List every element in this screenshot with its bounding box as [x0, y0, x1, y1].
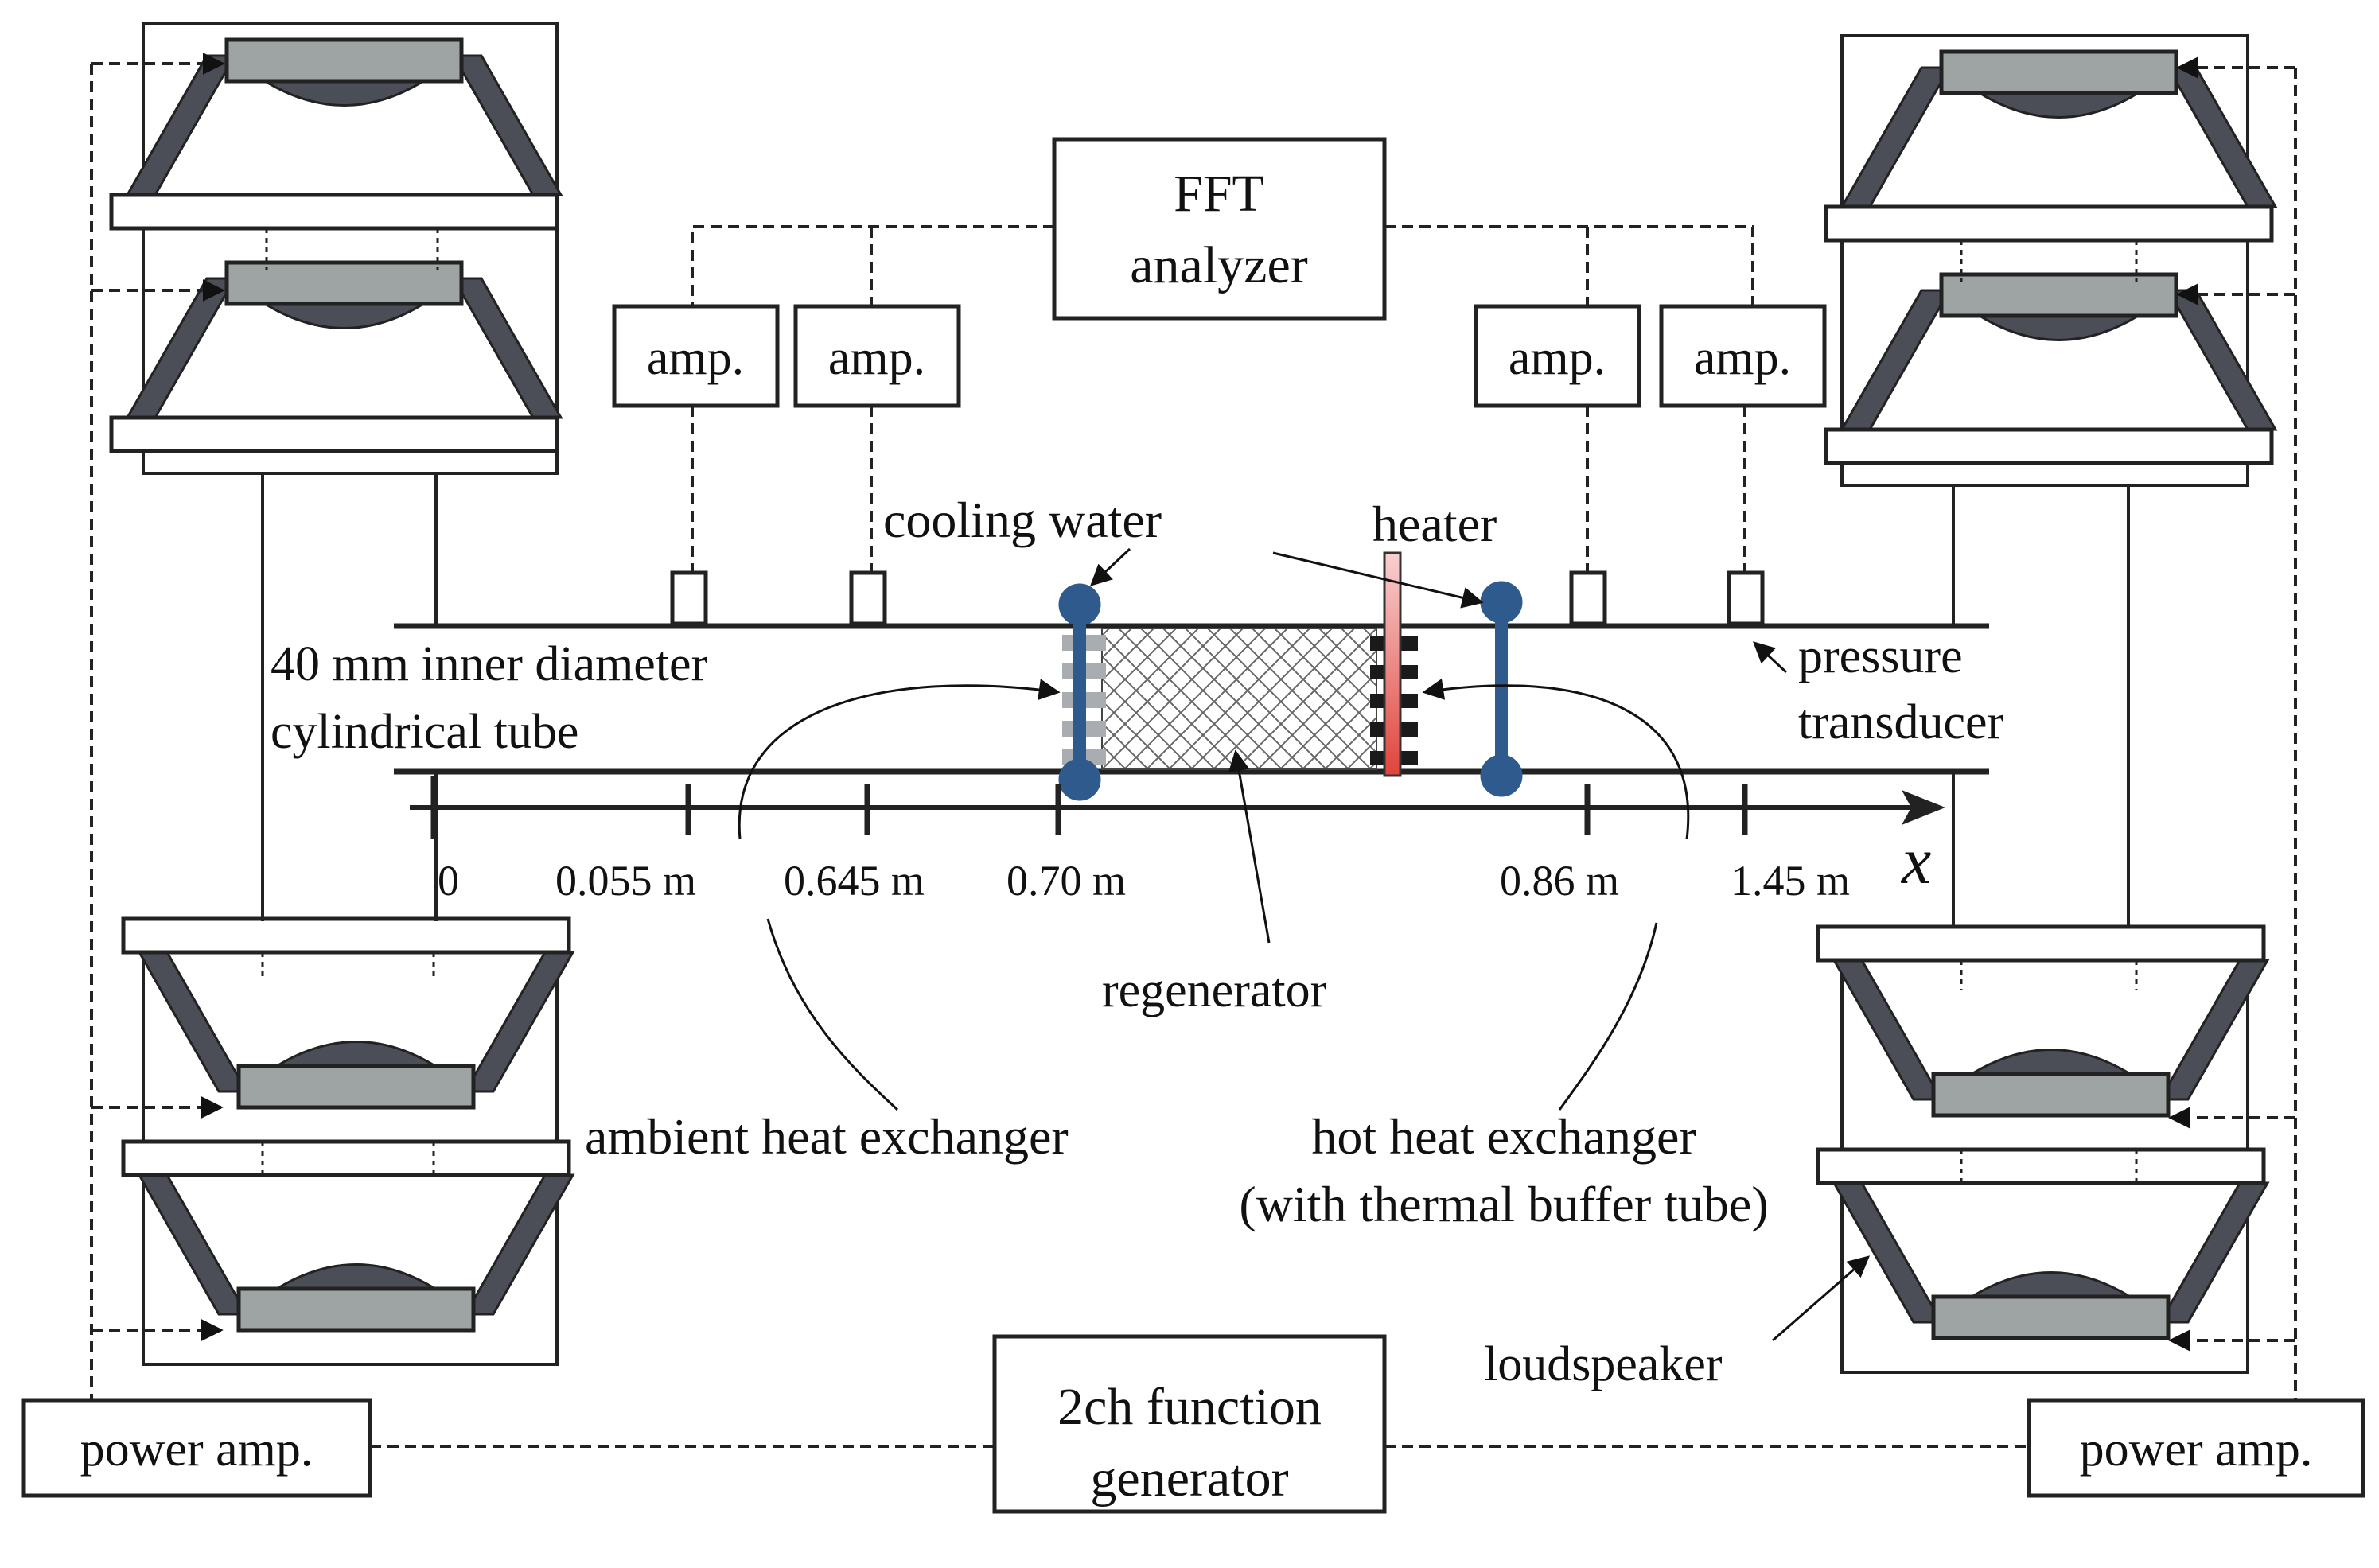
power-amp-label: power amp.	[2080, 1422, 2313, 1477]
power-amp-label: power amp.	[80, 1422, 313, 1477]
pressure-transducer-label-line1: pressure	[1798, 629, 1963, 683]
amp-box-1: amp.	[612, 304, 780, 408]
amp-box-3: amp.	[1474, 304, 1641, 408]
hot-heat-exchanger-label-line2: (with thermal buffer tube)	[1239, 1176, 1768, 1232]
amp-label: amp.	[1509, 331, 1606, 385]
amp-label: amp.	[647, 331, 744, 385]
regenerator-mesh	[1101, 628, 1377, 770]
ambient-heat-exchanger-label: ambient heat exchanger	[585, 1108, 1069, 1165]
amp-label: amp.	[828, 331, 925, 385]
cooling-water-pipe	[1058, 583, 1101, 801]
fft-signal-wiring	[691, 225, 1754, 573]
right-speaker-stack-bottom	[1818, 927, 2268, 1374]
tick-label: 1.45 m	[1731, 857, 1850, 905]
x-axis-tick-labels: 0 0.055 m 0.645 m 0.70 m 0.86 m 1.45 m	[438, 857, 1850, 905]
power-signal-wiring	[90, 53, 2297, 1448]
left-speaker-stack-bottom	[123, 919, 573, 1366]
generator-label-line1: 2ch function	[1057, 1378, 1322, 1436]
speaker-connection-tubes	[261, 475, 2130, 927]
power-amp-box-right: power amp.	[2027, 1398, 2365, 1498]
amp-label: amp.	[1694, 331, 1791, 385]
tube-label-line2: cylindrical tube	[271, 705, 578, 759]
leader-lines	[738, 547, 1871, 1342]
tube-label-line1: 40 mm inner diameter	[271, 637, 708, 691]
cylindrical-tube	[394, 623, 1989, 775]
function-generator-box: 2ch function generator	[992, 1334, 1387, 1514]
right-speaker-stack-top	[1826, 34, 2276, 487]
fft-label-line2: analyzer	[1130, 236, 1308, 294]
amp-box-4: amp.	[1659, 304, 1827, 408]
axis-label: x	[1900, 824, 1931, 898]
generator-label-line2: generator	[1090, 1449, 1288, 1508]
heater-label: heater	[1372, 496, 1497, 552]
hot-side-pipe	[1480, 581, 1523, 797]
amp-box-2: amp.	[793, 304, 961, 408]
cooling-water-label: cooling water	[883, 492, 1162, 548]
tick-label: 0.86 m	[1500, 857, 1619, 905]
x-axis	[410, 776, 1945, 839]
fft-label-line1: FFT	[1174, 165, 1264, 223]
pressure-transducer-label-line2: transducer	[1798, 695, 2004, 749]
power-amp-box-left: power amp.	[21, 1398, 372, 1498]
loudspeaker-label: loudspeaker	[1484, 1337, 1723, 1391]
regenerator-label: regenerator	[1102, 963, 1327, 1017]
pressure-transducer-ports	[670, 570, 1765, 626]
heater-rod	[1383, 551, 1402, 777]
tick-label: 0	[438, 857, 459, 905]
tick-label: 0.645 m	[784, 857, 925, 905]
fft-analyzer-box: FFT analyzer	[1052, 137, 1387, 321]
hot-heat-exchanger-label-line1: hot heat exchanger	[1311, 1108, 1696, 1165]
left-speaker-stack-top	[111, 22, 561, 475]
tick-label: 0.055 m	[555, 857, 696, 905]
tick-label: 0.70 m	[1006, 857, 1126, 905]
